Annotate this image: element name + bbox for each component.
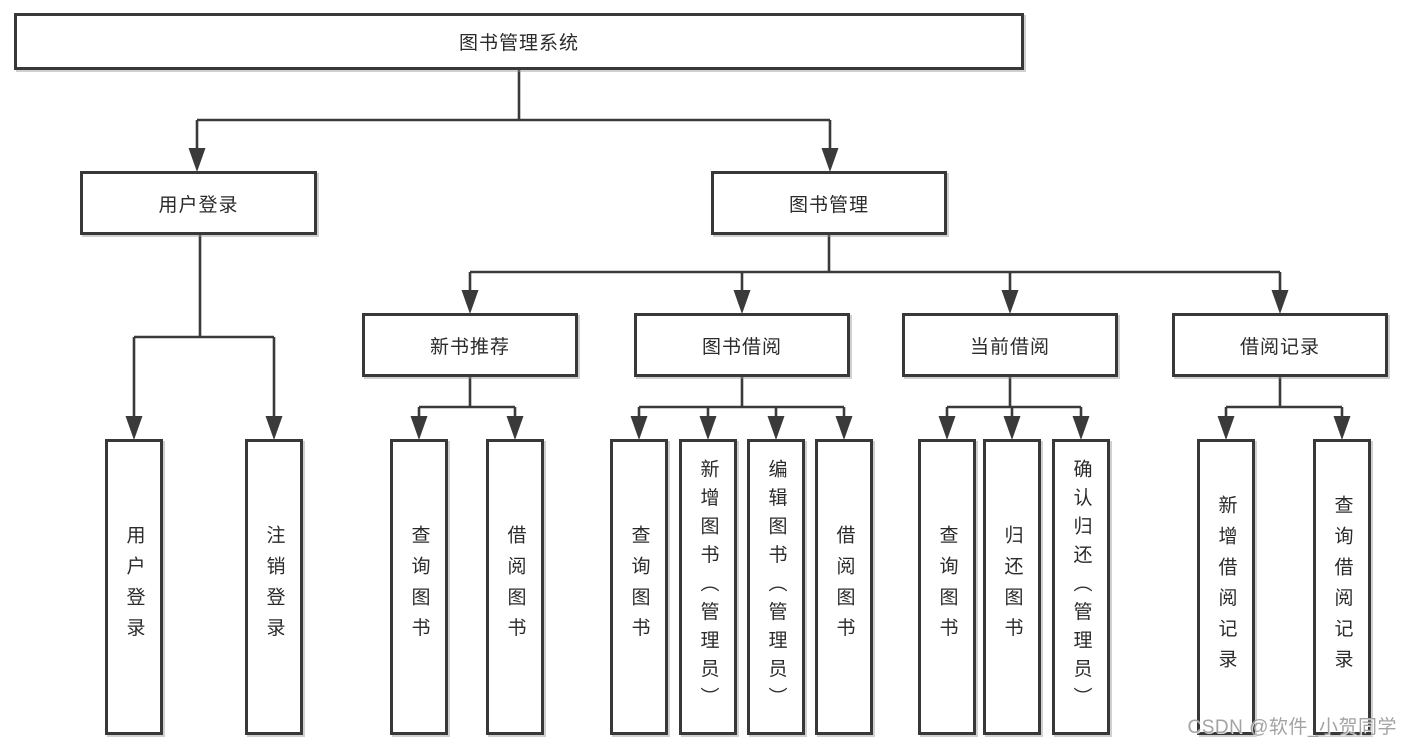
- leaf-query-books-recommend-label: 查询图书: [408, 525, 430, 649]
- node-current-borrowing-label: 当前借阅: [969, 336, 1050, 358]
- leaf-edit-book-admin: 编辑图书（管理员）: [747, 439, 805, 735]
- node-book-borrowing-label: 图书借阅: [701, 336, 782, 358]
- leaf-borrow-books-recommend-label: 借阅图书: [504, 525, 526, 649]
- leaf-user-login: 用户登录: [105, 439, 163, 735]
- user-login-subtree-lines: [132, 235, 276, 418]
- leaf-borrow-books-borrowing-label: 借阅图书: [833, 525, 855, 649]
- leaf-return-book: 归还图书: [983, 439, 1041, 735]
- arrowhead: [461, 290, 479, 314]
- node-book-borrowing: 图书借阅: [634, 313, 850, 377]
- arrowhead: [938, 416, 956, 440]
- leaf-query-books-borrowing: 查询图书: [610, 439, 668, 735]
- arrowheads: [125, 148, 1351, 440]
- node-book-management-label: 图书管理: [788, 194, 869, 216]
- leaf-query-books-current-label: 查询图书: [936, 525, 958, 649]
- leaf-confirm-return-admin: 确认归还（管理员）: [1052, 439, 1110, 735]
- node-new-book-recommend: 新书推荐: [362, 313, 578, 377]
- node-user-login: 用户登录: [80, 171, 317, 235]
- arrowhead: [410, 416, 428, 440]
- arrowhead: [125, 416, 143, 440]
- leaf-borrow-books-borrowing: 借阅图书: [815, 439, 873, 735]
- leaf-return-book-label: 归还图书: [1001, 525, 1023, 649]
- leaf-query-books-current: 查询图书: [918, 439, 976, 735]
- node-library-system-label: 图书管理系统: [458, 33, 579, 54]
- csdn-watermark: CSDN @软件_小贺同学: [1187, 717, 1397, 738]
- leaf-add-borrow-record: 新增借阅记录: [1197, 439, 1255, 735]
- leaf-logout-label: 注销登录: [263, 525, 285, 649]
- book-management-to-level3-lines: [468, 235, 1282, 292]
- leaf-query-books-borrowing-label: 查询图书: [628, 525, 650, 649]
- leaf-confirm-return-admin-label: 确认归还（管理员）: [1070, 458, 1092, 716]
- arrowhead: [1001, 290, 1019, 314]
- arrowhead: [1333, 416, 1351, 440]
- node-borrowing-records-label: 借阅记录: [1239, 336, 1320, 358]
- leaf-query-borrow-record: 查询借阅记录: [1313, 439, 1371, 735]
- node-book-management: 图书管理: [711, 171, 947, 235]
- arrowhead: [733, 290, 751, 314]
- leaf-add-book-admin: 新增图书（管理员）: [679, 439, 737, 735]
- arrowhead: [1072, 416, 1090, 440]
- arrowhead: [188, 148, 206, 172]
- arrowhead: [1217, 416, 1235, 440]
- leaf-query-borrow-record-label: 查询借阅记录: [1331, 494, 1353, 680]
- leaf-borrow-books-recommend: 借阅图书: [486, 439, 544, 735]
- arrowhead: [265, 416, 283, 440]
- node-user-login-label: 用户登录: [158, 194, 239, 216]
- arrowhead: [835, 416, 853, 440]
- arrowhead: [821, 148, 839, 172]
- root-to-level2-lines: [195, 70, 832, 150]
- arrowhead: [699, 416, 717, 440]
- leaf-edit-book-admin-label: 编辑图书（管理员）: [765, 458, 787, 716]
- leaf-user-login-label: 用户登录: [123, 525, 145, 649]
- level3-to-leaf-lines: [417, 377, 1344, 418]
- node-borrowing-records: 借阅记录: [1172, 313, 1388, 377]
- arrowhead: [1003, 416, 1021, 440]
- leaf-query-books-recommend: 查询图书: [390, 439, 448, 735]
- node-new-book-recommend-label: 新书推荐: [429, 336, 510, 358]
- arrowhead: [630, 416, 648, 440]
- arrowhead: [767, 416, 785, 440]
- leaf-add-book-admin-label: 新增图书（管理员）: [697, 458, 719, 716]
- node-library-system: 图书管理系统: [14, 13, 1024, 70]
- node-current-borrowing: 当前借阅: [902, 313, 1118, 377]
- arrowhead: [1271, 290, 1289, 314]
- leaf-logout: 注销登录: [245, 439, 303, 735]
- leaf-add-borrow-record-label: 新增借阅记录: [1215, 494, 1237, 680]
- arrowhead: [506, 416, 524, 440]
